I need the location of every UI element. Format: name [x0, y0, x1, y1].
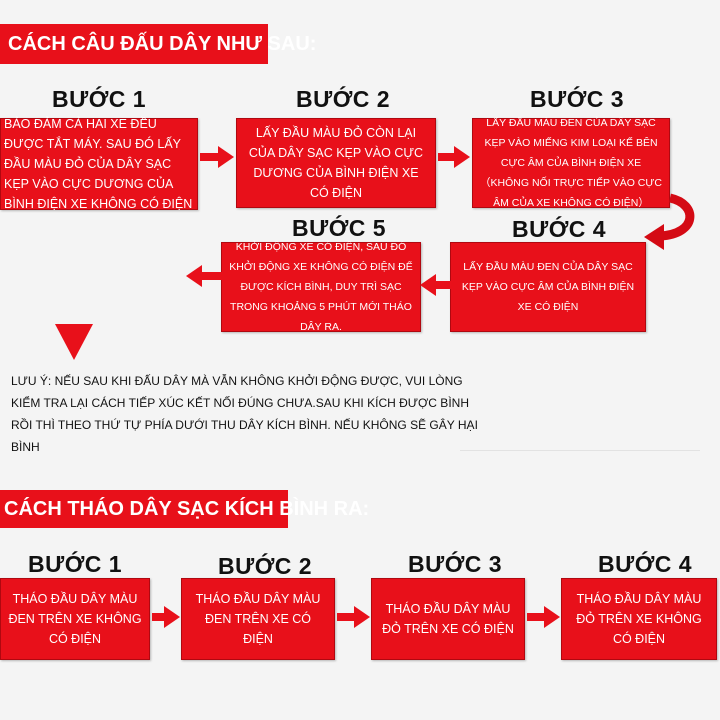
- arrow-right-icon: [200, 146, 234, 168]
- connect-step-1-text: BẢO ĐẢM CẢ HAI XE ĐỀU ĐƯỢC TẮT MÁY. SAU …: [4, 117, 193, 211]
- arrow-right-icon: [337, 606, 370, 628]
- remove-step-4-text: THÁO ĐẦU DÂY MÀU ĐỎ TRÊN XE KHÔNG CÓ ĐIỆ…: [576, 592, 702, 646]
- connect-step-2-box: LẤY ĐẦU MÀU ĐỎ CÒN LẠI CỦA DÂY SẠC KẸP V…: [236, 118, 436, 208]
- remove-step-3-title: BƯỚC 3: [408, 551, 503, 577]
- connect-step-3-box: LẤY ĐẦU MÀU ĐEN CỦA DÂY SẠC KẸP VÀO MIẾN…: [472, 117, 670, 209]
- connect-step-1-box: BẢO ĐẢM CẢ HAI XE ĐỀU ĐƯỢC TẮT MÁY. SAU …: [0, 117, 198, 211]
- connect-step-4-title: BƯỚC 4: [512, 216, 607, 242]
- curved-arrow-icon: [644, 193, 695, 250]
- remove-step-1-title: BƯỚC 1: [28, 551, 123, 577]
- remove-step-3-box: THÁO ĐẦU DÂY MÀU ĐỎ TRÊN XE CÓ ĐIỆN: [371, 578, 525, 660]
- connect-step-5-text: KHỞI ĐỘNG XE CÓ ĐIỆN, SAU ĐÓ KHỞI ĐỘNG X…: [229, 241, 413, 333]
- connect-step-4-box: LẤY ĐẦU MÀU ĐEN CỦA DÂY SẠC KẸP VÀO CỰC …: [450, 242, 646, 332]
- arrow-left-icon: [186, 265, 222, 287]
- remove-step-4-title: BƯỚC 4: [598, 551, 693, 577]
- connect-step-5-box: KHỞI ĐỘNG XE CÓ ĐIỆN, SAU ĐÓ KHỞI ĐỘNG X…: [221, 241, 421, 333]
- arrow-right-icon: [438, 146, 470, 168]
- divider: [460, 450, 700, 451]
- remove-step-1-box: THÁO ĐẦU DÂY MÀU ĐEN TRÊN XE KHÔNG CÓ ĐI…: [0, 578, 150, 660]
- remove-step-2-text: THÁO ĐẦU DÂY MÀU ĐEN TRÊN XE CÓ ĐIỆN: [195, 592, 321, 646]
- warning-note: LƯU Ý: NẾU SAU KHI ĐẤU DÂY MÀ VẪN KHÔNG …: [11, 374, 478, 454]
- connect-step-4-text: LẤY ĐẦU MÀU ĐEN CỦA DÂY SẠC KẸP VÀO CỰC …: [461, 261, 635, 313]
- connect-step-3-title: BƯỚC 3: [530, 86, 625, 112]
- remove-step-2-box: THÁO ĐẦU DÂY MÀU ĐEN TRÊN XE CÓ ĐIỆN: [181, 578, 335, 660]
- remove-step-3-text: THÁO ĐẦU DÂY MÀU ĐỎ TRÊN XE CÓ ĐIỆN: [382, 602, 514, 636]
- remove-step-4-box: THÁO ĐẦU DÂY MÀU ĐỎ TRÊN XE KHÔNG CÓ ĐIỆ…: [561, 578, 717, 660]
- remove-header: CÁCH THÁO DÂY SẠC KÍCH BÌNH RA:: [0, 490, 369, 528]
- remove-step-2-title: BƯỚC 2: [218, 553, 313, 579]
- arrow-left-icon: [420, 274, 452, 296]
- arrow-down-icon: [55, 324, 93, 360]
- connect-header: CÁCH CÂU ĐẤU DÂY NHƯ SAU:: [0, 24, 316, 64]
- connect-step-2-text: LẤY ĐẦU MÀU ĐỎ CÒN LẠI CỦA DÂY SẠC KẸP V…: [248, 126, 424, 200]
- connect-step-2-title: BƯỚC 2: [296, 86, 391, 112]
- connect-step-5-title: BƯỚC 5: [292, 215, 387, 241]
- connect-step-3-text: LẤY ĐẦU MÀU ĐEN CỦA DÂY SẠC KẸP VÀO MIẾN…: [480, 117, 662, 209]
- remove-step-1-text: THÁO ĐẦU DÂY MÀU ĐEN TRÊN XE KHÔNG CÓ ĐI…: [8, 592, 142, 646]
- connect-step-1-title: BƯỚC 1: [52, 86, 147, 112]
- arrow-right-icon: [152, 606, 180, 628]
- arrow-right-icon: [527, 606, 560, 628]
